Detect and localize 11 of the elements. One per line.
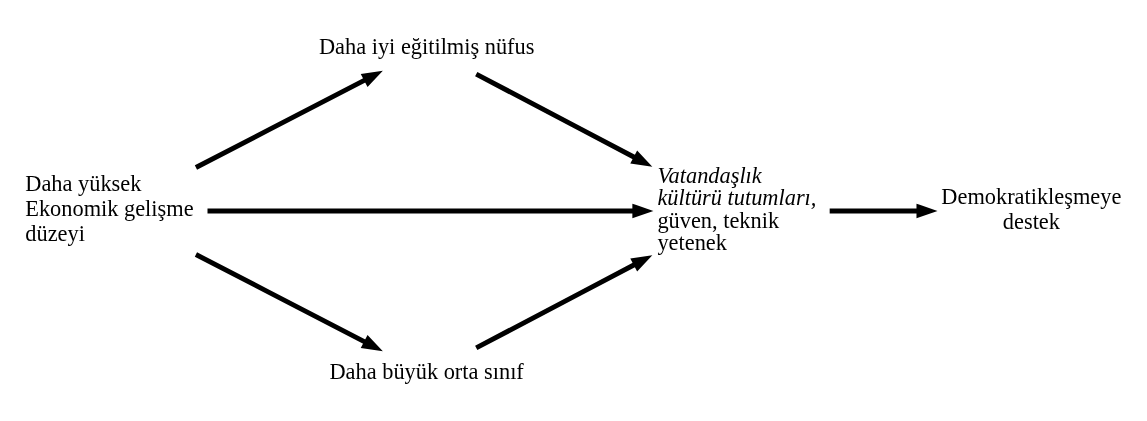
node-text: Daha iyi eğitilmiş nüfus	[318, 33, 535, 59]
node-text: Demokratikleşmeye destek	[941, 183, 1122, 234]
arrow	[475, 254, 653, 350]
node-text: Vatandaşlık kültürü tutumları, güven, teknik yetenek	[657, 162, 817, 255]
arrow	[194, 70, 383, 170]
arrow	[194, 251, 383, 351]
node-text: Daha yüksek Ekonomik gelişme düzeyi	[25, 170, 194, 246]
node-text: Daha büyük orta sınıf	[329, 358, 524, 384]
arrow	[475, 71, 653, 167]
arrow	[829, 203, 938, 218]
arrow	[207, 203, 654, 218]
